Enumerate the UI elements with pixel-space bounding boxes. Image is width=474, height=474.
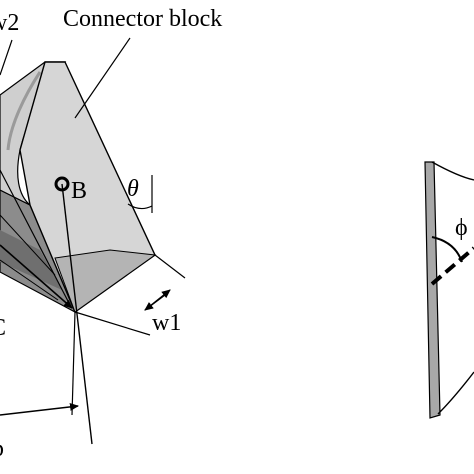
b-offset-line (71, 311, 76, 416)
phi-dashed-line (430, 246, 474, 286)
block-darker-face (0, 230, 62, 290)
block-edge-line (0, 169, 71, 306)
edge-arrow (0, 244, 73, 309)
w1-label: w1 (152, 310, 181, 336)
phi-label: ϕ (455, 215, 468, 241)
w1-dim-line-1 (74, 311, 151, 336)
w2-label: w2 (0, 10, 19, 36)
w1-dim-line-2 (154, 254, 186, 279)
w1-arrow-b (144, 289, 171, 311)
connector-block-label: Connector block (63, 6, 222, 32)
b-vertical-line (61, 183, 93, 445)
theta-label: θ (127, 176, 139, 202)
connector-leader-line (74, 37, 131, 119)
block-edge-line-2 (0, 214, 56, 276)
connector-block-figure: Connector block w2 B θ w1 C p (0, 6, 222, 462)
p-label: p (0, 436, 4, 462)
bottom-dim-arrow (0, 402, 79, 416)
theta-arc (127, 203, 153, 210)
plate-left-edge (424, 161, 441, 419)
plate-figure: ϕ (424, 161, 474, 419)
phi-arc (431, 236, 463, 263)
point-b-label: B (71, 178, 87, 204)
plate-bottom-curve (437, 371, 474, 415)
block-curve-highlight (6, 71, 42, 151)
c-label: C (0, 315, 6, 341)
block-edge-line-3 (0, 259, 59, 301)
plate-top-curve (431, 161, 474, 181)
w2-leader-line (0, 39, 13, 76)
